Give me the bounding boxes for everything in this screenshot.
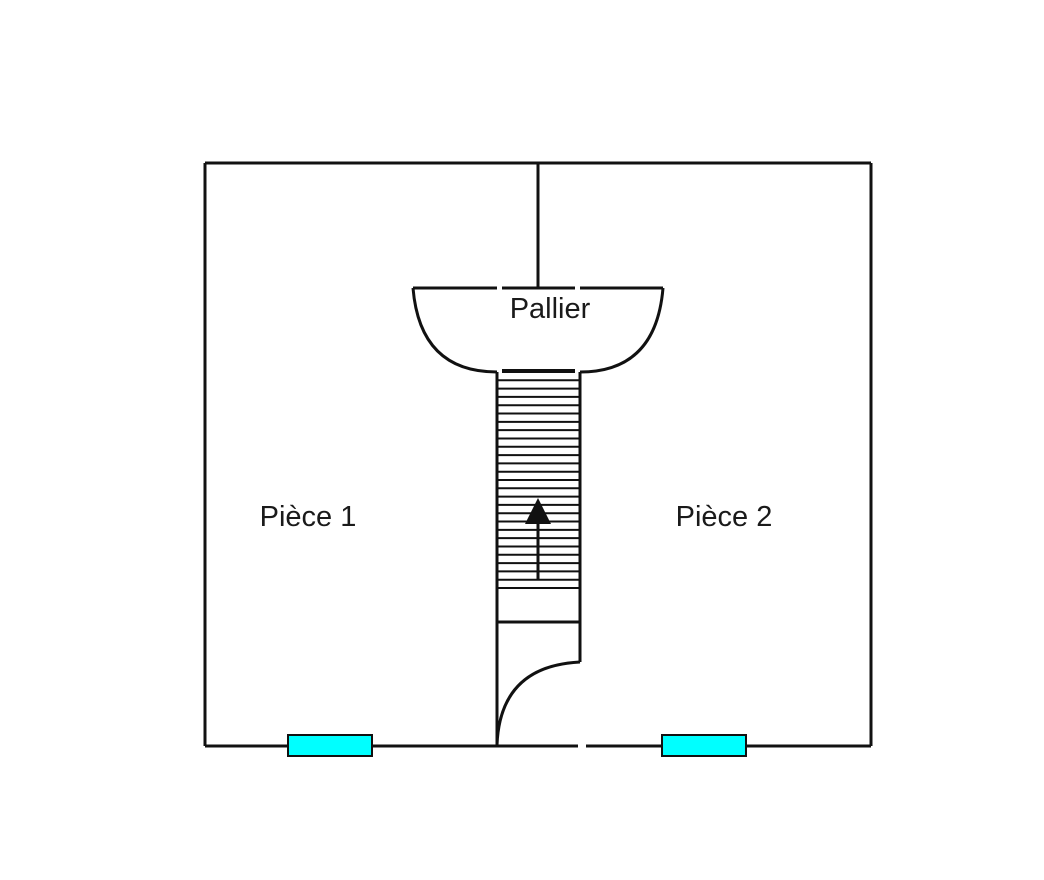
landing-curve-right <box>579 287 665 374</box>
room2-label: Pièce 2 <box>676 501 773 533</box>
arrow-up-icon <box>525 498 551 524</box>
door <box>495 660 581 748</box>
window-right <box>661 734 747 757</box>
staircase <box>495 372 582 746</box>
stair-arrow <box>525 498 551 580</box>
door-swing-arc <box>495 660 581 746</box>
landing <box>411 286 665 374</box>
landing-label: Pallier <box>510 293 591 325</box>
room1-label: Pièce 1 <box>260 501 357 533</box>
landing-curve-left <box>411 287 498 374</box>
window-left <box>287 734 373 757</box>
